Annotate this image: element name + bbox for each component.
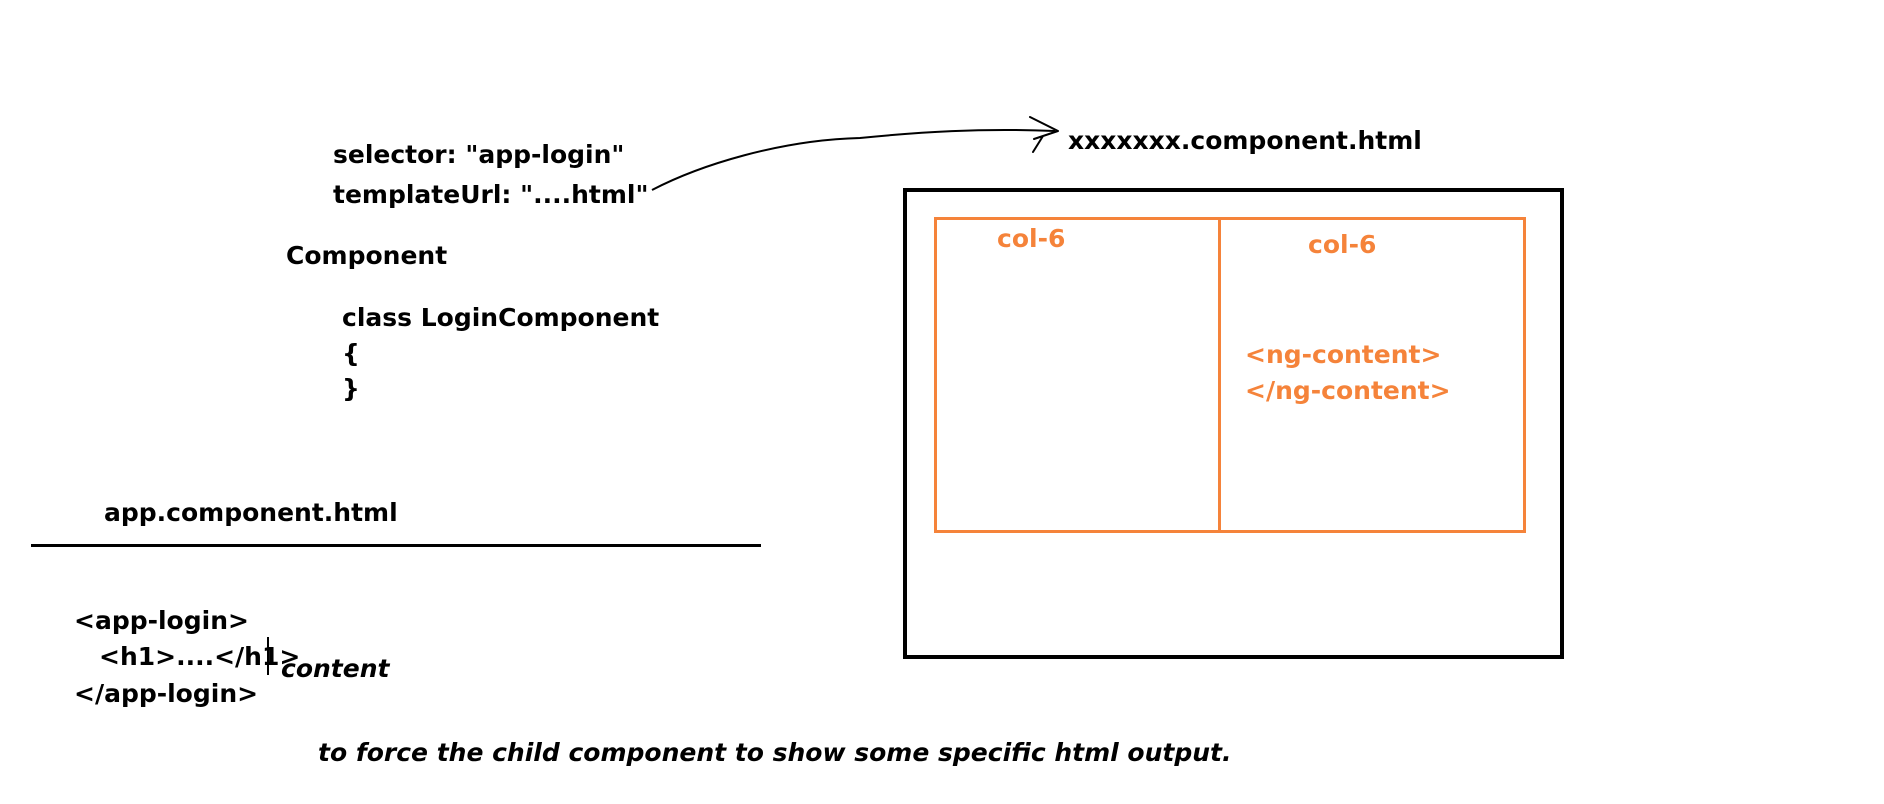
explanation-note: to force the child component to show som…	[318, 738, 1232, 767]
h1-inner-tag: <h1>....</h1>	[99, 642, 301, 671]
bootstrap-row	[934, 217, 1526, 533]
class-open-brace: {	[342, 339, 360, 368]
app-login-open-tag: <app-login>	[74, 606, 249, 635]
column-divider	[1218, 219, 1221, 532]
app-file-underline	[31, 544, 761, 547]
component-heading: Component	[286, 241, 448, 270]
left-column-label: col-6	[997, 224, 1066, 253]
class-declaration: class LoginComponent	[342, 303, 660, 332]
template-url-line: templateUrl: "....html"	[333, 180, 649, 209]
app-login-close-tag: </app-login>	[74, 679, 259, 708]
selector-line: selector: "app-login"	[333, 140, 625, 169]
arrow-head	[1029, 116, 1059, 153]
content-label: content	[281, 654, 390, 683]
ng-content-open-tag: <ng-content>	[1245, 340, 1442, 369]
template-file-label: xxxxxxx.component.html	[1068, 126, 1422, 155]
ng-content-close-tag: </ng-content>	[1245, 376, 1451, 405]
arrow-curve	[651, 128, 1056, 191]
content-bracket	[267, 637, 269, 675]
class-close-brace: }	[342, 374, 360, 403]
template-frame	[903, 188, 1564, 659]
right-column-label: col-6	[1308, 230, 1377, 259]
app-file-label: app.component.html	[104, 498, 398, 527]
